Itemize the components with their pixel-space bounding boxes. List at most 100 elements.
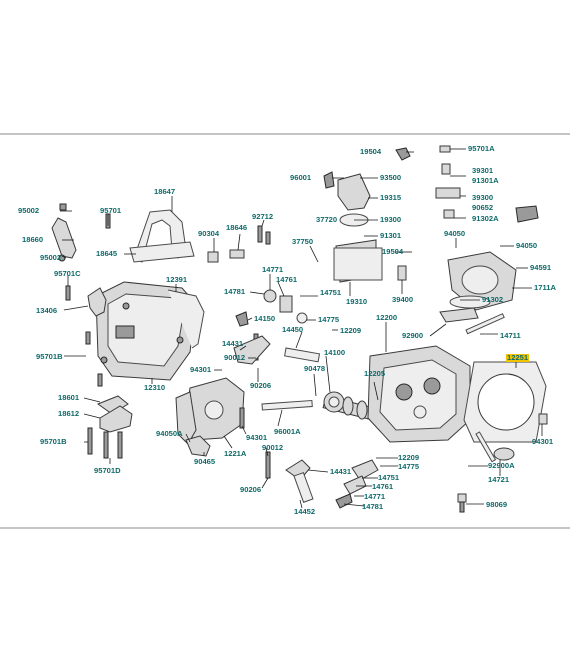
rocker-arm-left <box>185 435 211 457</box>
label-95701a: 95701A <box>468 144 495 153</box>
label-90012-b: 90012 <box>262 443 284 452</box>
label-92900: 92900 <box>402 331 424 340</box>
label-91302: 91302 <box>482 295 504 304</box>
label-95701d: 95701D <box>94 466 121 475</box>
label-19504-b: 19504 <box>382 247 404 256</box>
label-12200: 12200 <box>376 313 398 322</box>
spark-plug <box>457 493 467 513</box>
label-96001: 96001 <box>290 173 312 182</box>
label-91301a: 91301A <box>472 176 499 185</box>
label-37720: 37720 <box>316 215 338 224</box>
intake-tube <box>333 173 383 283</box>
label-90206-b: 90206 <box>240 485 262 494</box>
label-14771-b: 14771 <box>364 492 386 501</box>
camshaft <box>322 391 376 421</box>
air-tube-base <box>129 241 195 263</box>
label-14761-b: 14761 <box>372 482 394 491</box>
label-1221a: 1221A <box>224 449 247 458</box>
label-94591: 94591 <box>530 263 552 272</box>
label-90206-a: 90206 <box>250 381 272 390</box>
label-95701c: 95701C <box>54 269 81 278</box>
label-14450: 14450 <box>282 325 304 334</box>
valve-14711 <box>465 313 505 335</box>
label-14781-b: 14781 <box>362 502 384 511</box>
label-14771: 14771 <box>262 265 284 274</box>
label-14775-a: 14775 <box>318 315 340 324</box>
label-14150: 14150 <box>254 314 276 323</box>
cylinder-head <box>367 345 471 443</box>
label-12391: 12391 <box>166 275 188 284</box>
label-14721: 14721 <box>488 475 510 484</box>
label-14775-b: 14775 <box>398 462 420 471</box>
label-94301-c: 94301 <box>532 437 554 446</box>
intake-insulator <box>447 251 517 311</box>
rocker-shaft-lower <box>293 471 314 503</box>
label-91301: 91301 <box>380 231 402 240</box>
camshaft-holder <box>175 377 245 445</box>
label-14100: 14100 <box>324 348 346 357</box>
label-12205: 12205 <box>364 369 386 378</box>
label-12209-a: 12209 <box>340 326 362 335</box>
pin-96001 <box>323 171 335 189</box>
label-14711: 14711 <box>500 331 521 340</box>
label-95002-a: 95002 <box>18 206 40 215</box>
label-95002-b: 95002 <box>40 253 62 262</box>
label-94050a: 94050A <box>156 429 183 438</box>
rocker-arm-14431 <box>233 335 271 365</box>
label-39300: 39300 <box>472 193 494 202</box>
label-12251: 12251 <box>506 353 530 362</box>
label-37750: 37750 <box>292 237 314 246</box>
label-14751: 14751 <box>320 288 342 297</box>
label-14761: 14761 <box>276 275 298 284</box>
label-93500: 93500 <box>380 173 402 182</box>
label-19300: 19300 <box>380 215 402 224</box>
head-cover-gasket <box>167 289 205 349</box>
dowel-pin-right <box>538 413 548 425</box>
label-18645: 18645 <box>96 249 118 258</box>
label-94050-b: 94050 <box>516 241 538 250</box>
valve-springs-top <box>235 289 308 327</box>
label-19315: 19315 <box>380 193 402 202</box>
label-95701b-lower: 95701B <box>40 437 67 446</box>
label-13406: 13406 <box>36 306 58 315</box>
label-98069: 98069 <box>486 500 508 509</box>
bolts-bottom-left <box>87 427 123 459</box>
valve-springs-lower <box>335 459 379 509</box>
label-14431-a: 14431 <box>222 339 244 348</box>
label-1711a: 1711A <box>534 283 556 292</box>
rocker-shaft <box>284 347 321 363</box>
label-14431-b: 14431 <box>330 467 352 476</box>
label-12310: 12310 <box>144 383 166 392</box>
bracket-13406 <box>87 287 107 317</box>
label-91302a: 91302A <box>472 214 499 223</box>
label-12209-b: 12209 <box>398 453 420 462</box>
label-90478: 90478 <box>304 364 326 373</box>
leader-lines <box>60 148 543 509</box>
label-92712: 92712 <box>252 212 274 221</box>
label-39400: 39400 <box>392 295 414 304</box>
label-14781: 14781 <box>224 287 246 296</box>
label-18646: 18646 <box>226 223 248 232</box>
label-18601: 18601 <box>58 393 80 402</box>
label-39301: 39301 <box>472 166 494 175</box>
label-95701b: 95701B <box>36 352 63 361</box>
label-90304: 90304 <box>198 229 220 238</box>
label-14452: 14452 <box>294 507 316 516</box>
label-96001a: 96001A <box>274 427 301 436</box>
clip-19504 <box>395 147 411 161</box>
label-94301-b: 94301 <box>246 433 268 442</box>
screws-top-right <box>435 145 539 223</box>
valve-14721 <box>475 431 515 463</box>
seal-92900 <box>439 307 479 323</box>
label-94050-a: 94050 <box>444 229 466 238</box>
label-90652: 90652 <box>472 203 494 212</box>
label-14751-b: 14751 <box>378 473 400 482</box>
label-94301-a: 94301 <box>190 365 212 374</box>
label-18660: 18660 <box>22 235 44 244</box>
label-92900a: 92900A <box>488 461 515 470</box>
label-95701: 95701 <box>100 206 122 215</box>
label-90465: 90465 <box>194 457 216 466</box>
head-gasket <box>463 361 547 443</box>
label-18647: 18647 <box>154 187 176 196</box>
